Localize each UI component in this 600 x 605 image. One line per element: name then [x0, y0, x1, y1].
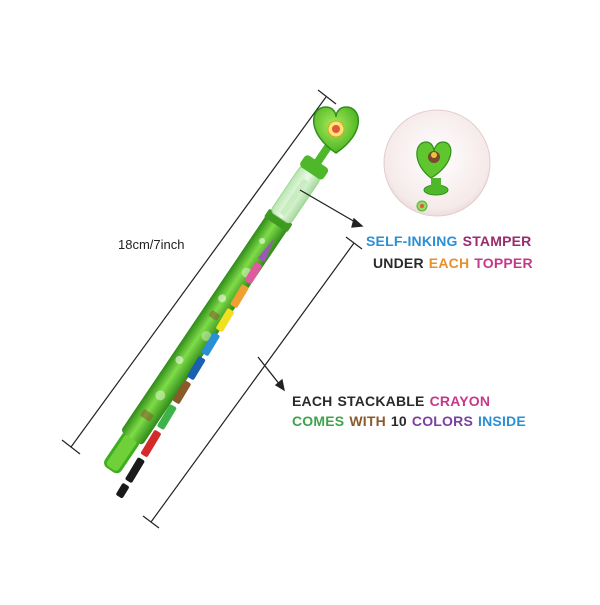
callout-word: WITH	[349, 413, 386, 429]
stamper-inset	[383, 109, 491, 217]
callout-word: STAMPER	[462, 233, 532, 249]
callout-word: SELF-INKING	[366, 233, 458, 249]
arrow-stamper	[299, 189, 364, 228]
crayon-stack	[116, 237, 275, 499]
crayon-bracket	[142, 236, 363, 529]
arrow-crayon	[257, 356, 285, 392]
callout-word: STACKABLE	[337, 393, 425, 409]
callout-word: INSIDE	[478, 413, 526, 429]
callout-word: UNDER	[373, 255, 424, 271]
heart-topper	[312, 106, 360, 154]
pencil-tube	[104, 144, 332, 474]
callout-word: TOPPER	[474, 255, 533, 271]
callout-word: EACH	[428, 255, 470, 271]
callout-word: 10	[390, 413, 407, 429]
callout-word: COLORS	[411, 413, 473, 429]
dimension-line	[61, 89, 337, 455]
callout-word: EACH	[292, 393, 333, 409]
dimension-label: 18cm/7inch	[118, 237, 185, 252]
callout-word: COMES	[292, 413, 345, 429]
callout-word: CRAYON	[429, 393, 491, 409]
